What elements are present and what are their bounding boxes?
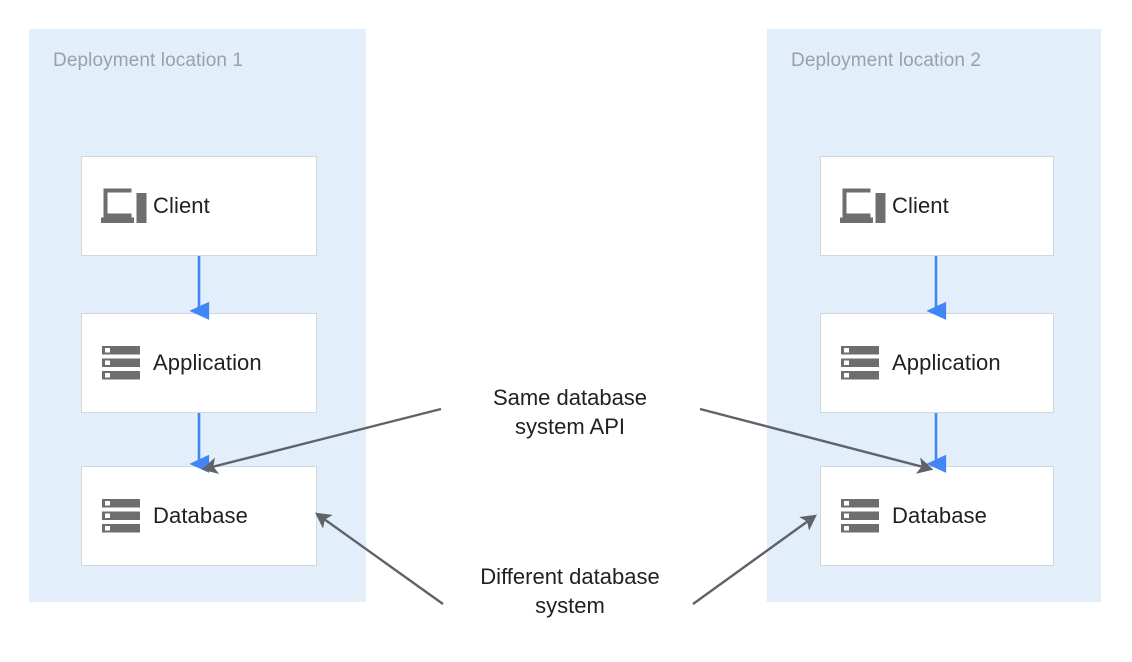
node-application-1[interactable]: Application xyxy=(81,313,317,413)
node-database-2-label: Database xyxy=(892,503,987,528)
annotation-different-database-system: Different database system xyxy=(480,564,660,618)
devices-icon xyxy=(840,188,886,223)
deployment-location-2-title: Deployment location 2 xyxy=(791,50,982,71)
node-database-2[interactable]: Database xyxy=(820,466,1054,566)
server-icon xyxy=(841,499,879,533)
node-application-1-label: Application xyxy=(153,350,262,375)
node-client-2-label: Client xyxy=(892,193,949,218)
annotation-same-database-system-api: Same database system API xyxy=(492,385,648,439)
server-icon xyxy=(102,499,140,533)
devices-icon xyxy=(101,188,147,223)
node-application-2-label: Application xyxy=(892,350,1001,375)
node-database-1-label: Database xyxy=(153,503,248,528)
node-client-1[interactable]: Client xyxy=(81,156,317,256)
deployment-location-1-title: Deployment location 1 xyxy=(53,50,244,71)
node-client-1-label: Client xyxy=(153,193,210,218)
node-client-2[interactable]: Client xyxy=(820,156,1054,256)
node-database-1[interactable]: Database xyxy=(81,466,317,566)
server-icon xyxy=(102,346,140,380)
server-icon xyxy=(841,346,879,380)
node-application-2[interactable]: Application xyxy=(820,313,1054,413)
